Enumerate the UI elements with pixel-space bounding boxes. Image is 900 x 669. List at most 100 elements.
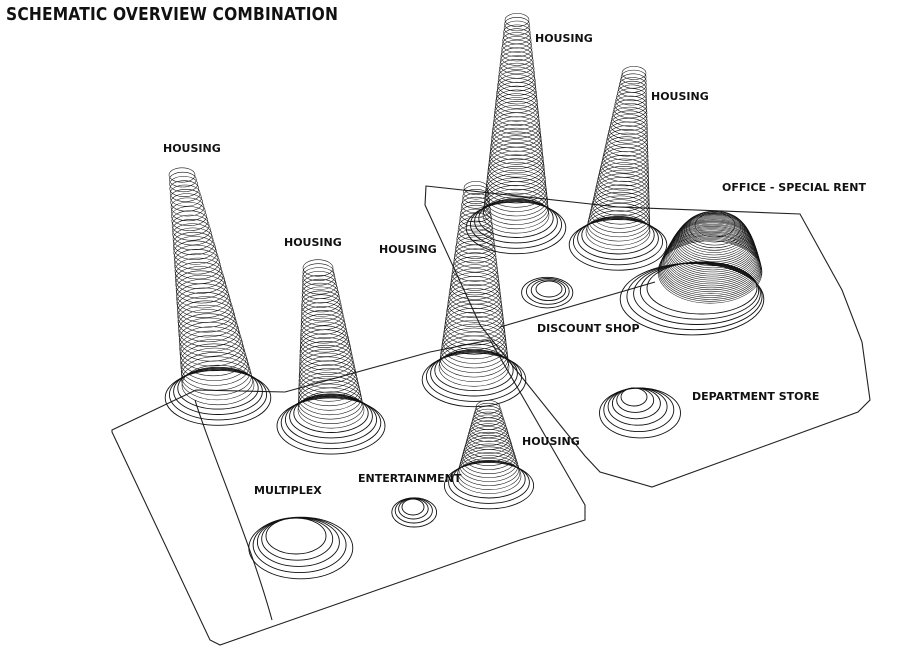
housing-tower-2-base-ring [284,395,378,444]
housing-tower-3-ring [439,343,509,382]
housing-tower-2-ring [298,383,363,420]
label-housing-3: HOUSING [379,243,437,256]
housing-tower-3-ring [452,256,498,282]
housing-tower-4-ring [491,127,542,156]
housing-tower-1-ring [180,343,248,381]
building-volumes [164,13,765,580]
housing-tower-1-ring [169,171,197,188]
housing-tower-2-ring [302,259,334,277]
housing-tower-4-ring [492,116,541,144]
housing-tower-1-ring [171,201,206,222]
housing-tower-2-ring [301,290,341,313]
housing-tower-3-ring [457,220,494,241]
housing-tower-3-ring [446,296,503,328]
housing-tower-5-ring [609,117,648,140]
housing-tower-5-ring [619,73,647,89]
housing-tower-1-ring [171,214,210,236]
housing-tower-5-ring [621,66,647,80]
housing-tower-6-base-ring [452,459,526,499]
housing-tower-2-ring [302,275,337,295]
label-housing-1: HOUSING [163,142,221,155]
office-dome-ring [661,234,761,294]
housing-tower-5-ring [585,214,651,250]
housing-tower-4-ring [495,93,539,118]
housing-tower-2-base-ring [276,397,386,455]
housing-tower-4-ring [502,36,532,53]
housing-tower-4-ring [486,162,546,195]
housing-tower-4-ring [503,20,531,36]
housing-tower-4-ring [490,131,543,161]
discount-shop-mound-ring [535,280,563,298]
housing-tower-5-ring [620,69,647,85]
housing-tower-2-ring [300,310,346,335]
housing-tower-2-ring [301,294,342,317]
housing-tower-3-ring [450,268,500,296]
office-dome-ring [659,236,762,298]
housing-tower-1-ring [168,167,196,183]
housing-tower-1-ring [179,330,244,367]
housing-tower-4-ring [500,47,533,66]
housing-tower-4-ring [489,139,543,169]
housing-tower-1-ring [179,334,246,372]
label-discount-shop: DISCOUNT SHOP [537,322,640,335]
housing-tower-1-ring [173,244,219,270]
department-store-mound-ring [620,387,648,407]
housing-tower-4-ring [494,97,539,122]
housing-tower-1-ring [169,180,200,197]
housing-tower-5-ring [610,114,648,136]
discount-shop-mound-ring [525,278,570,305]
housing-tower-1-ring [169,176,198,193]
housing-tower-2-ring [302,263,335,281]
housing-tower-1-ring [181,364,255,406]
housing-tower-3-ring [438,347,510,387]
housing-tower-2-ring [297,391,365,429]
housing-tower-4-ring [503,24,531,40]
housing-tower-5-base-ring [581,215,655,255]
housing-tower-4-ring [485,177,548,212]
housing-tower-6-base-ring [443,461,535,510]
housing-tower-4-ring [496,78,537,101]
housing-tower-1-ring [180,339,247,377]
housing-tower-5-ring [618,80,647,97]
label-office-special-rent: OFFICE - SPECIAL RENT [722,181,866,194]
housing-tower-1-ring [170,197,205,217]
housing-tower-3-base-ring [421,352,527,408]
housing-tower-5-base-ring [572,217,664,266]
housing-tower-4-ring [493,108,540,135]
housing-tower-4-ring [483,192,549,230]
housing-tower-2-ring [301,282,339,304]
housing-tower-4-ring [487,158,546,191]
housing-tower-4-base-ring [469,200,563,249]
housing-tower-1-ring [172,231,215,256]
housing-tower-3-ring [463,185,489,200]
label-entertainment: ENTERTAINMENT [358,472,462,485]
housing-tower-3-ring [453,248,497,273]
diagram-title: SCHEMATIC OVERVIEW COMBINATION [6,4,339,25]
housing-tower-3-ring [451,260,499,287]
housing-tower-4-ring [499,59,535,79]
housing-tower-1-ring [180,347,250,386]
housing-tower-6-ring [456,458,522,494]
housing-tower-3-ring [462,189,490,204]
housing-tower-4-ring [497,70,536,92]
housing-tower-4-ring [485,169,547,204]
housing-tower-4-ring [498,66,536,88]
multiplex-mound-ring [265,517,327,555]
housing-tower-4-ring [502,32,532,49]
label-housing-2: HOUSING [284,236,342,249]
housing-tower-3-ring [447,288,502,319]
housing-tower-5-ring [615,92,647,110]
housing-tower-4-ring [501,39,533,57]
housing-tower-4-ring [489,143,544,174]
housing-tower-3-ring [443,315,506,350]
housing-tower-4-ring [496,81,537,105]
housing-tower-1-ring [173,236,216,260]
housing-tower-5-ring [616,88,647,106]
discount-shop-mound-ring [530,279,567,302]
housing-tower-3-base-ring [430,350,518,397]
housing-tower-2-ring [301,286,340,308]
department-store-mound-ring [599,387,681,439]
right-lot-outline [424,185,871,488]
